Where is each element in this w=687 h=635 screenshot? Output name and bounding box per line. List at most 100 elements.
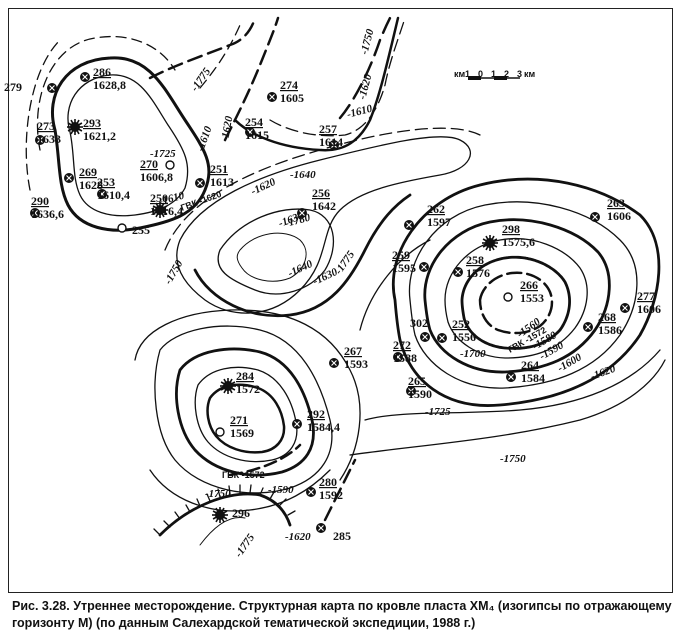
well-depth: 1569 xyxy=(230,426,254,440)
well-number: 273 xyxy=(37,119,55,133)
well-depth: 1553 xyxy=(520,291,544,305)
well-depth: 1584 xyxy=(521,371,545,385)
well-depth: 1605 xyxy=(280,91,304,105)
well-depth: 1614 xyxy=(319,135,343,149)
well-number: 269 xyxy=(79,165,97,179)
contour-label: -1620 xyxy=(589,363,618,383)
well-depth: 1592 xyxy=(319,488,343,502)
well-depth: 1616,4 xyxy=(150,204,183,218)
well-depth: 1606 xyxy=(607,209,631,223)
well-number: 266 xyxy=(520,278,538,292)
well-number: 267 xyxy=(344,344,362,358)
well-number: 302 xyxy=(410,316,428,330)
figure-caption: Рис. 3.28. Утреннее месторождение. Струк… xyxy=(12,599,672,630)
scale-tick-2: 1 xyxy=(491,69,496,79)
well-depth: 1636,6 xyxy=(31,207,64,221)
well-number: 254 xyxy=(245,115,263,129)
well-number: 250 xyxy=(150,191,168,205)
well-depth: 1584,4 xyxy=(307,420,340,434)
well-depth: 1586 xyxy=(598,323,622,337)
well-depth: 1615 xyxy=(245,128,269,142)
projected-well-icon xyxy=(117,223,127,233)
structural-map: км 1 0 1 2 3 км -1775-1610-1620-1750-162… xyxy=(4,16,666,560)
well-number: 257 xyxy=(319,122,337,136)
well-depth: 1642 xyxy=(312,199,336,213)
well-depth: 1628,8 xyxy=(93,78,126,92)
well-number: 270 xyxy=(140,157,158,171)
gas-well-icon xyxy=(215,510,225,520)
scale-unit-left: км xyxy=(454,69,466,79)
contour-label: -1775 xyxy=(189,65,214,93)
well-depth: 1572 xyxy=(236,382,260,396)
well-depth: 1595 xyxy=(392,261,416,275)
contour-label: -1750 xyxy=(500,453,526,465)
well-number: 296 xyxy=(232,506,250,520)
contour-label: -1725 xyxy=(425,406,451,418)
scale-unit-right: км xyxy=(524,69,536,79)
contour-label: -1700 xyxy=(460,348,486,360)
well-depth: 1613 xyxy=(210,175,234,189)
well-number: 253 xyxy=(97,175,115,189)
contour-label: -1620 xyxy=(285,531,311,543)
gas-well-icon xyxy=(485,238,495,248)
well-number: 252 xyxy=(452,317,470,331)
wells: 2792861628,82931621,22731633269162827016… xyxy=(4,65,661,543)
well-number: 274 xyxy=(280,78,298,92)
well-number: 286 xyxy=(93,65,111,79)
scale-tick-3: 2 xyxy=(504,69,509,79)
well-255: 255 xyxy=(117,223,150,237)
scale-tick-4: 3 xyxy=(517,69,522,79)
contour-label: -1750 xyxy=(205,488,231,500)
gas-water-contact-label: ГВК -1572 xyxy=(222,470,265,480)
contour-label: -1775 xyxy=(233,531,258,559)
well-number: 277 xyxy=(637,289,655,303)
well-285: 285 xyxy=(316,523,351,543)
well-number: 268 xyxy=(598,310,616,324)
well-279: 279 xyxy=(4,80,57,94)
gas-well-icon xyxy=(155,205,165,215)
well-number: 251 xyxy=(210,162,228,176)
scale-bar: км 1 0 1 2 3 км xyxy=(454,69,536,80)
projected-well-icon xyxy=(165,160,175,170)
well-number: 292 xyxy=(307,407,325,421)
well-number: 290 xyxy=(31,194,49,208)
well-depth: 1633 xyxy=(37,132,61,146)
well-number: 285 xyxy=(333,529,351,543)
well-number: 298 xyxy=(502,222,520,236)
well-number: 271 xyxy=(230,413,248,427)
contour-label: -1620 xyxy=(249,176,278,198)
well-number: 262 xyxy=(427,202,445,216)
projected-well-icon xyxy=(215,427,225,437)
well-depth: 1593 xyxy=(344,357,368,371)
well-number: 293 xyxy=(83,116,101,130)
well-number: 264 xyxy=(521,358,539,372)
well-depth: 1575,6 xyxy=(502,235,535,249)
well-depth: 1597 xyxy=(427,215,451,229)
well-depth: 1606 xyxy=(637,302,661,316)
contour-label: -1620 xyxy=(356,72,374,100)
well-number: 284 xyxy=(236,369,254,383)
contour-label: -1750 xyxy=(358,27,376,55)
